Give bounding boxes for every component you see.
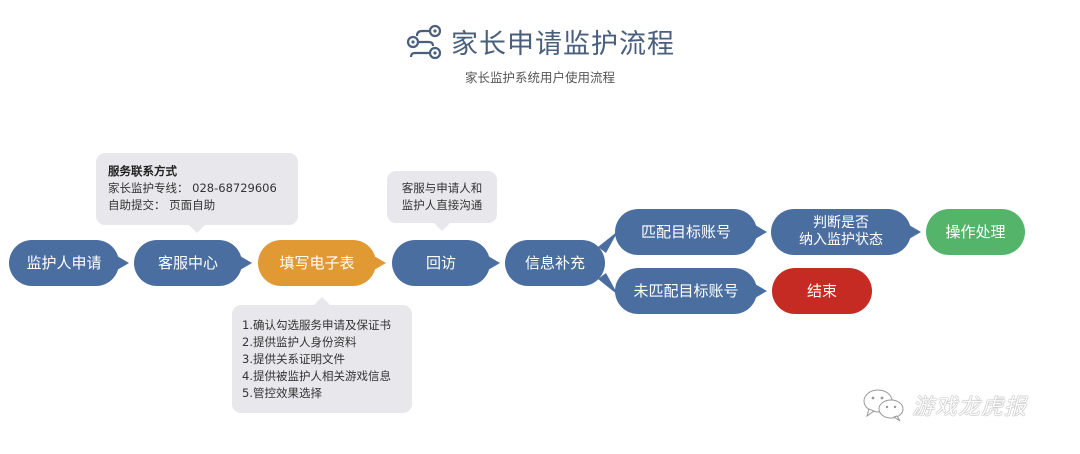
form-step: 5.管控效果选择 <box>242 386 322 400</box>
callout-pointer <box>314 297 330 305</box>
arrow-pointer <box>909 225 921 239</box>
callout-form-steps: 1.确认勾选服务申请及保证书 2.提供监护人身份资料 3.提供关系证明文件 4.… <box>232 297 412 413</box>
form-step: 2.提供监护人身份资料 <box>242 335 357 349</box>
node-label: 客服中心 <box>157 254 218 272</box>
node-label: 结束 <box>806 282 837 300</box>
form-step: 1.确认勾选服务申请及保证书 <box>242 318 391 332</box>
self-submit-label: 自助提交： <box>108 198 166 212</box>
arrow-pointer <box>240 256 252 270</box>
branch-pointer <box>598 231 618 295</box>
node-label: 填写电子表 <box>279 254 355 272</box>
node-operate: 操作处理 <box>926 209 1025 255</box>
header: 家长申请监护流程 家长监护系统用户使用流程 <box>0 22 1080 85</box>
hotline-value: 028-68729606 <box>192 181 277 195</box>
node-label: 操作处理 <box>945 223 1006 241</box>
callout-callback-note: 客服与申请人和 监护人直接沟通 <box>387 171 497 231</box>
arrow-pointer <box>755 284 767 298</box>
form-step: 4.提供被监护人相关游戏信息 <box>242 369 391 383</box>
node-match-account: 匹配目标账号 <box>615 209 767 255</box>
wechat-icon <box>863 389 904 422</box>
node-label-line1: 判断是否 <box>813 215 869 232</box>
watermark-text: 游戏龙虎报 <box>912 395 1028 420</box>
node-no-match-account: 未匹配目标账号 <box>615 268 767 314</box>
node-label: 监护人申请 <box>26 254 102 272</box>
node-callback: 回访 <box>392 240 500 286</box>
node-label: 匹配目标账号 <box>640 223 731 241</box>
self-submit-row: 自助提交： 页面自助 <box>108 197 286 214</box>
hotline-label: 家长监护专线： <box>108 181 189 195</box>
node-guardian-apply: 监护人申请 <box>9 240 129 286</box>
title-row: 家长申请监护流程 <box>405 22 675 61</box>
watermark: 游戏龙虎报 <box>862 388 1027 422</box>
node-info-supplement: 信息补充 <box>505 240 605 286</box>
page-subtitle: 家长监护系统用户使用流程 <box>464 70 615 85</box>
node-fill-form: 填写电子表 <box>258 240 386 286</box>
callout-pointer <box>434 223 450 231</box>
node-end: 结束 <box>772 268 872 314</box>
node-label: 回访 <box>425 254 456 272</box>
callout-heading: 服务联系方式 <box>108 164 177 178</box>
arrow-pointer <box>755 225 767 239</box>
node-label: 信息补充 <box>524 254 585 272</box>
circuit-flow-icon <box>406 24 442 59</box>
arrow-pointer <box>374 256 386 270</box>
callout-pointer <box>189 225 205 233</box>
node-label: 未匹配目标账号 <box>633 282 739 300</box>
callout-line: 监护人直接沟通 <box>401 198 483 212</box>
hotline-row: 家长监护专线： 028-68729606 <box>108 180 286 197</box>
node-label-line2: 纳入监护状态 <box>799 232 883 248</box>
self-submit-value: 页面自助 <box>169 198 216 212</box>
node-judge-status: 判断是否 纳入监护状态 <box>771 209 921 255</box>
arrow-pointer <box>488 256 500 270</box>
page-title: 家长申请监护流程 <box>451 29 675 60</box>
form-step: 3.提供关系证明文件 <box>242 352 345 366</box>
node-service-center: 客服中心 <box>134 240 252 286</box>
callout-line: 客服与申请人和 <box>401 181 483 195</box>
arrow-pointer <box>117 256 129 270</box>
callout-service-contact: 服务联系方式 家长监护专线： 028-68729606 自助提交： 页面自助 <box>96 153 298 233</box>
